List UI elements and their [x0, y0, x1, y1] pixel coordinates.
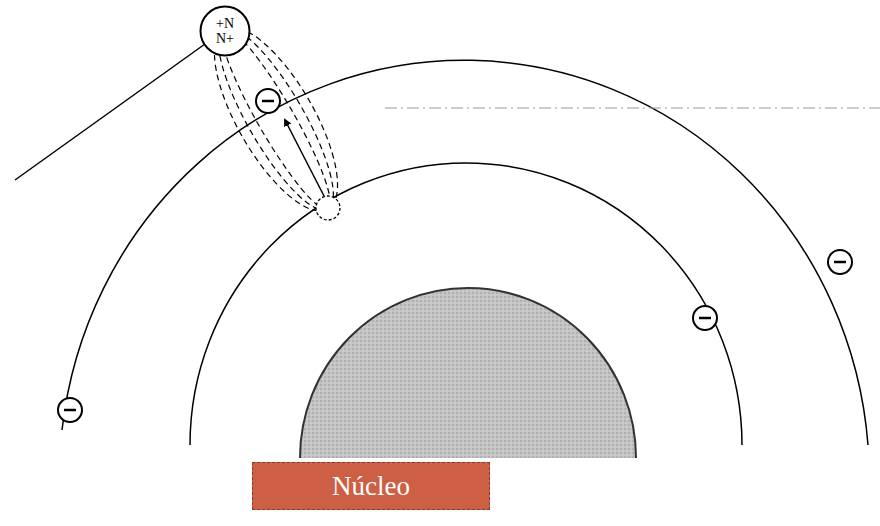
ejection-arrow	[285, 120, 324, 196]
nucleus-shape	[300, 288, 636, 458]
particle-label: +N	[216, 16, 234, 31]
vacancy	[316, 196, 340, 220]
electron-charge	[64, 101, 846, 410]
nucleus-label: Núcleo	[332, 471, 410, 501]
trajectory-line	[15, 44, 205, 180]
outer-orbit	[62, 60, 868, 445]
particle-label: N+	[216, 31, 234, 46]
field-lines	[191, 10, 361, 228]
particle-circle: +NN+	[199, 5, 251, 57]
label-box: Núcleo	[252, 462, 490, 510]
inner-orbit	[190, 163, 742, 445]
nucleus-outline	[300, 288, 636, 458]
reference-line	[385, 107, 880, 108]
electrons	[58, 89, 852, 422]
